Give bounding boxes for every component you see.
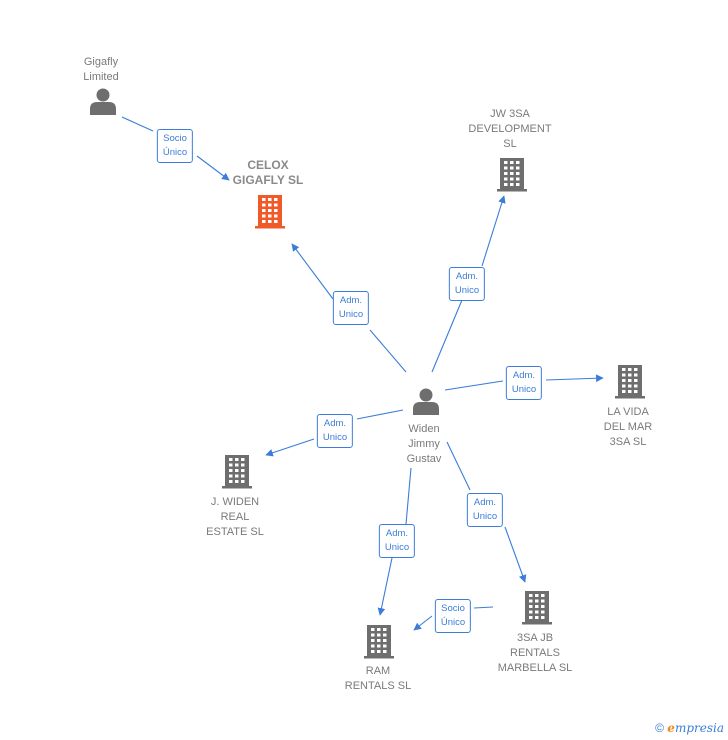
edge-gigafly-to-celox	[121, 116, 229, 180]
node-label-gigafly[interactable]: Gigafly Limited	[83, 56, 119, 83]
copyright-symbol: ©	[655, 721, 664, 735]
edge-role-label[interactable]: Adm. Unico	[466, 493, 504, 527]
edge-role-label[interactable]: Adm. Unico	[332, 291, 370, 325]
empresia-logo[interactable]: empresia	[667, 721, 724, 735]
edge-widen-to-3sajb	[446, 441, 525, 582]
edge-3sajb-to-ram	[414, 606, 494, 630]
edge-widen-to-jwiden	[266, 409, 404, 455]
footer-credit: © empresia	[655, 721, 724, 735]
edge-widen-to-celox	[292, 244, 407, 373]
node-label-jwiden[interactable]: J. WIDEN REAL ESTATE SL	[206, 496, 264, 538]
person-icon-gigafly[interactable]	[90, 88, 116, 116]
node-label-widen[interactable]: Widen Jimmy Gustav	[406, 423, 442, 465]
edge-role-label[interactable]: Adm. Unico	[505, 366, 543, 400]
edge-role-label[interactable]: Adm. Unico	[316, 414, 354, 448]
edge-widen-to-lavida	[444, 378, 603, 391]
node-label-jw3sa[interactable]: JW 3SA DEVELOPMENT SL	[468, 108, 552, 150]
node-label-3sajb[interactable]: 3SA JB RENTALS MARBELLA SL	[497, 632, 573, 674]
company-building-icon-celox[interactable]	[255, 195, 285, 229]
edge-widen-to-jw3sa	[431, 196, 504, 373]
node-label-lavida[interactable]: LA VIDA DEL MAR 3SA SL	[603, 406, 653, 448]
person-icon-widen[interactable]	[413, 388, 439, 416]
edge-role-label[interactable]: Socio Único	[434, 599, 472, 633]
edge-widen-to-ram	[380, 467, 412, 615]
node-label-ram[interactable]: RAM RENTALS SL	[344, 665, 412, 692]
edge-role-label[interactable]: Adm. Unico	[378, 524, 416, 558]
company-building-icon-jw3sa[interactable]	[497, 158, 527, 192]
company-building-icon-jwiden[interactable]	[222, 455, 252, 489]
company-building-icon-ram[interactable]	[364, 625, 394, 659]
node-label-celox[interactable]: CELOX GIGAFLY SL	[232, 158, 304, 187]
company-building-icon-3sajb[interactable]	[522, 591, 552, 625]
edge-role-label[interactable]: Socio Único	[156, 129, 194, 163]
edge-role-label[interactable]: Adm. Unico	[448, 267, 486, 301]
company-building-icon-lavida[interactable]	[615, 365, 645, 399]
